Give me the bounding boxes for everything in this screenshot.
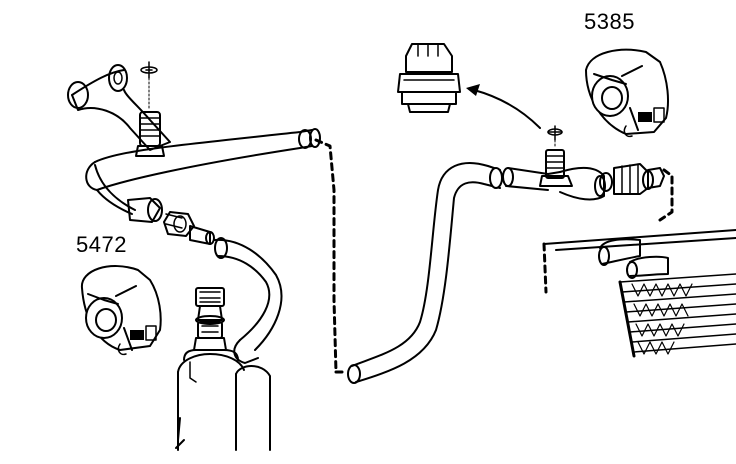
part-number-5472: 5472 xyxy=(76,232,127,257)
tool-5385-collar xyxy=(585,48,669,138)
left-hose-coupling xyxy=(127,197,215,245)
service-valve-bracket xyxy=(67,61,171,157)
tool-5472-collar xyxy=(80,265,162,356)
main-hose-left xyxy=(85,128,321,215)
right-service-valve xyxy=(539,125,665,201)
center-hose xyxy=(347,162,561,384)
part-number-5385: 5385 xyxy=(584,9,635,34)
refrigerant-cylinder xyxy=(175,287,271,451)
condenser-fins xyxy=(618,273,736,358)
dashed-connection-center xyxy=(314,138,344,374)
arrow-to-switch xyxy=(466,84,541,129)
pressure-switch xyxy=(397,43,461,113)
charging-hose xyxy=(213,237,283,364)
condenser-assembly xyxy=(542,168,736,358)
